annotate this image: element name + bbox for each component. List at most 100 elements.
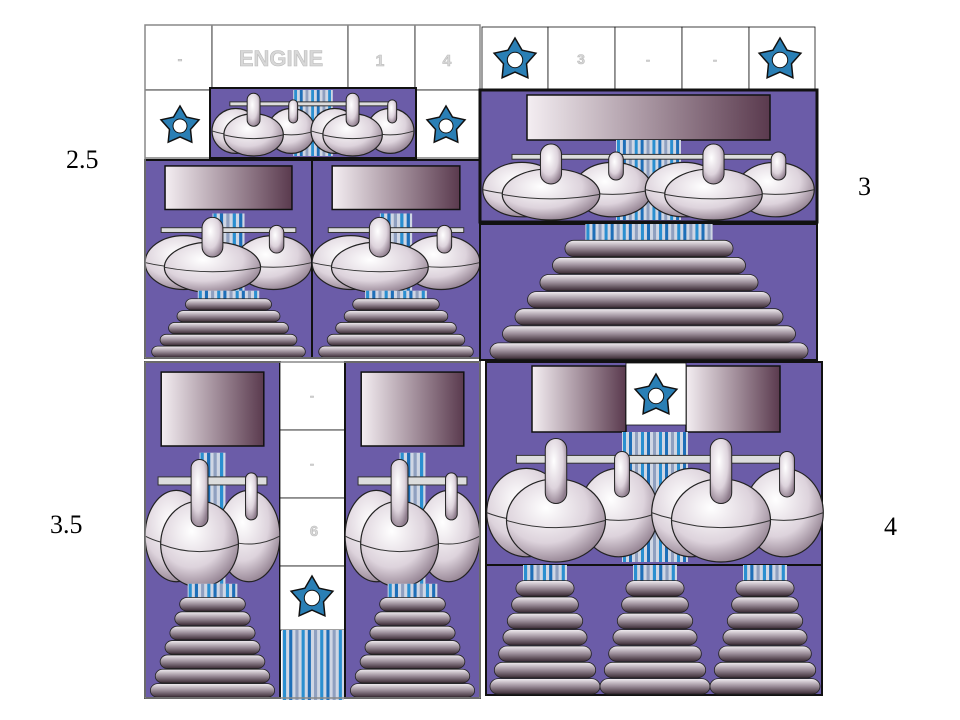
scale-label-4: 4 [884, 512, 897, 541]
star-hole [303, 589, 321, 607]
pipe [769, 565, 773, 581]
nozzle-ring [168, 322, 289, 335]
tank-seam [360, 543, 439, 553]
pipe [320, 630, 324, 700]
pipe [659, 224, 663, 241]
pipe [241, 290, 245, 299]
star-hole [647, 387, 665, 405]
nozzle-ring [527, 291, 771, 309]
pipe [652, 565, 656, 581]
pipe [561, 565, 565, 581]
nozzle-ring [735, 580, 795, 597]
pipe [665, 565, 669, 581]
pipe [665, 224, 669, 241]
nozzle-ring [179, 597, 246, 612]
piston [608, 151, 624, 181]
nozzle-ring [726, 612, 804, 630]
tile [279, 361, 346, 431]
pipe [403, 290, 407, 299]
pipe [415, 290, 419, 299]
nozzle-ring [502, 629, 588, 646]
piston [288, 99, 299, 124]
pipe [634, 224, 638, 241]
nozzle-ring [603, 661, 707, 679]
pipe [397, 290, 401, 299]
tank-seam [223, 134, 284, 140]
nozzle-ring [552, 257, 746, 275]
pipe [622, 224, 626, 241]
piston [246, 92, 261, 127]
pipe [524, 565, 528, 581]
pipe-bundle [187, 583, 238, 598]
nozzle-ring [625, 580, 685, 597]
pipe [229, 290, 233, 299]
nozzle-ring [359, 654, 466, 669]
pipe [555, 565, 559, 581]
piston [390, 458, 409, 528]
piston [190, 458, 209, 528]
nozzle-ring [489, 678, 601, 695]
nozzle-ring [493, 661, 597, 679]
crossbar [157, 476, 268, 486]
crossbar [160, 227, 297, 233]
nozzle-ring [349, 683, 475, 698]
piston [368, 216, 391, 258]
piston [268, 224, 285, 254]
pipe [756, 565, 760, 581]
pipe [421, 290, 425, 299]
tile-label: - [310, 457, 314, 471]
nozzle-ring [709, 678, 821, 695]
tank-seam [664, 193, 763, 200]
pipe [701, 224, 705, 241]
pipe [634, 565, 638, 581]
pipe [289, 630, 293, 700]
pipe [542, 565, 546, 581]
pipe [653, 224, 657, 241]
nozzle-ring [151, 345, 306, 358]
tile-label: - [310, 389, 314, 403]
panel-outline [144, 361, 481, 699]
cover-plate [164, 165, 293, 211]
nozzle-ring [599, 678, 711, 695]
nozzle-ring [612, 629, 698, 646]
nozzle-ring [174, 611, 251, 626]
piston [201, 216, 224, 258]
pipe [425, 583, 430, 598]
pipe [388, 583, 392, 598]
pipe [194, 583, 198, 598]
pipe [314, 630, 318, 700]
pipe [207, 583, 211, 598]
pipe [394, 583, 398, 598]
pipe [628, 224, 632, 241]
tile [614, 26, 683, 91]
pipe [372, 290, 376, 299]
pipe [201, 583, 205, 598]
piston [387, 99, 398, 124]
pipe [707, 224, 711, 241]
nozzle-ring [176, 310, 281, 323]
piston [709, 438, 733, 504]
scale-label-3: 3 [858, 172, 871, 201]
pipe [295, 630, 299, 700]
pipe [604, 224, 608, 241]
pipe [413, 583, 417, 598]
nozzle-ring [352, 298, 440, 311]
piston [436, 224, 453, 254]
pipe [247, 290, 252, 299]
pipe [646, 565, 650, 581]
pipe [432, 583, 436, 598]
pipe [254, 290, 258, 299]
pipe [646, 224, 650, 241]
crossbar [357, 476, 468, 486]
nozzle-ring [514, 308, 784, 326]
nozzle-ring [539, 274, 759, 292]
nozzle-ring [713, 661, 817, 679]
piston [445, 472, 458, 521]
pipe [640, 224, 644, 241]
pipe [775, 565, 779, 581]
nozzle-ring [515, 580, 575, 597]
pipe [695, 224, 699, 241]
pipe [536, 565, 540, 581]
pipe [683, 224, 687, 241]
